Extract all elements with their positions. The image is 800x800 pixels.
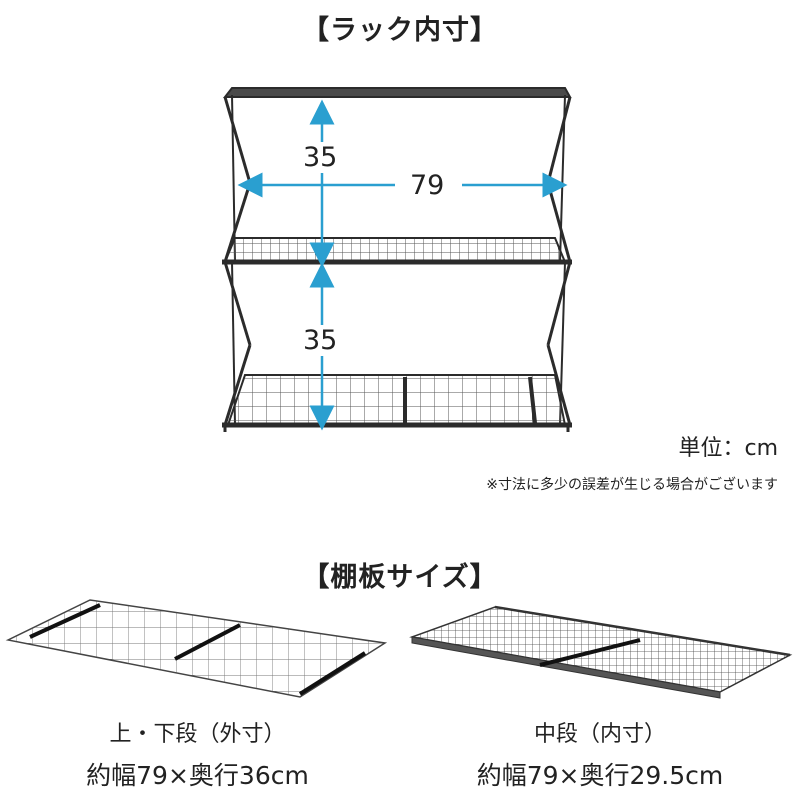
height-label-upper: 35 xyxy=(300,142,341,173)
tolerance-note: ※寸法に多少の誤差が生じる場合がございます xyxy=(486,477,778,493)
top-bottom-shelf-drawing xyxy=(5,599,388,698)
height-label-lower: 35 xyxy=(300,325,341,356)
rack-dimensions-title: 【ラック内寸】 xyxy=(302,15,498,46)
middle-shelf-drawing xyxy=(409,605,793,699)
middle-shelf-caption: 中段（内寸） xyxy=(533,722,666,747)
middle-shelf-spec: 約幅79×奥行29.5cm xyxy=(476,761,724,790)
top-bottom-shelf-caption: 上・下段（外寸） xyxy=(109,722,286,747)
width-label: 79 xyxy=(404,170,451,201)
rack-frame xyxy=(222,87,572,432)
top-bottom-shelf-spec: 約幅79×奥行36cm xyxy=(86,761,309,790)
shelf-size-title: 【棚板サイズ】 xyxy=(302,562,498,593)
dimension-arrows xyxy=(237,99,568,431)
unit-label: 単位：cm xyxy=(678,436,778,461)
shelf-illustrations xyxy=(5,599,793,699)
